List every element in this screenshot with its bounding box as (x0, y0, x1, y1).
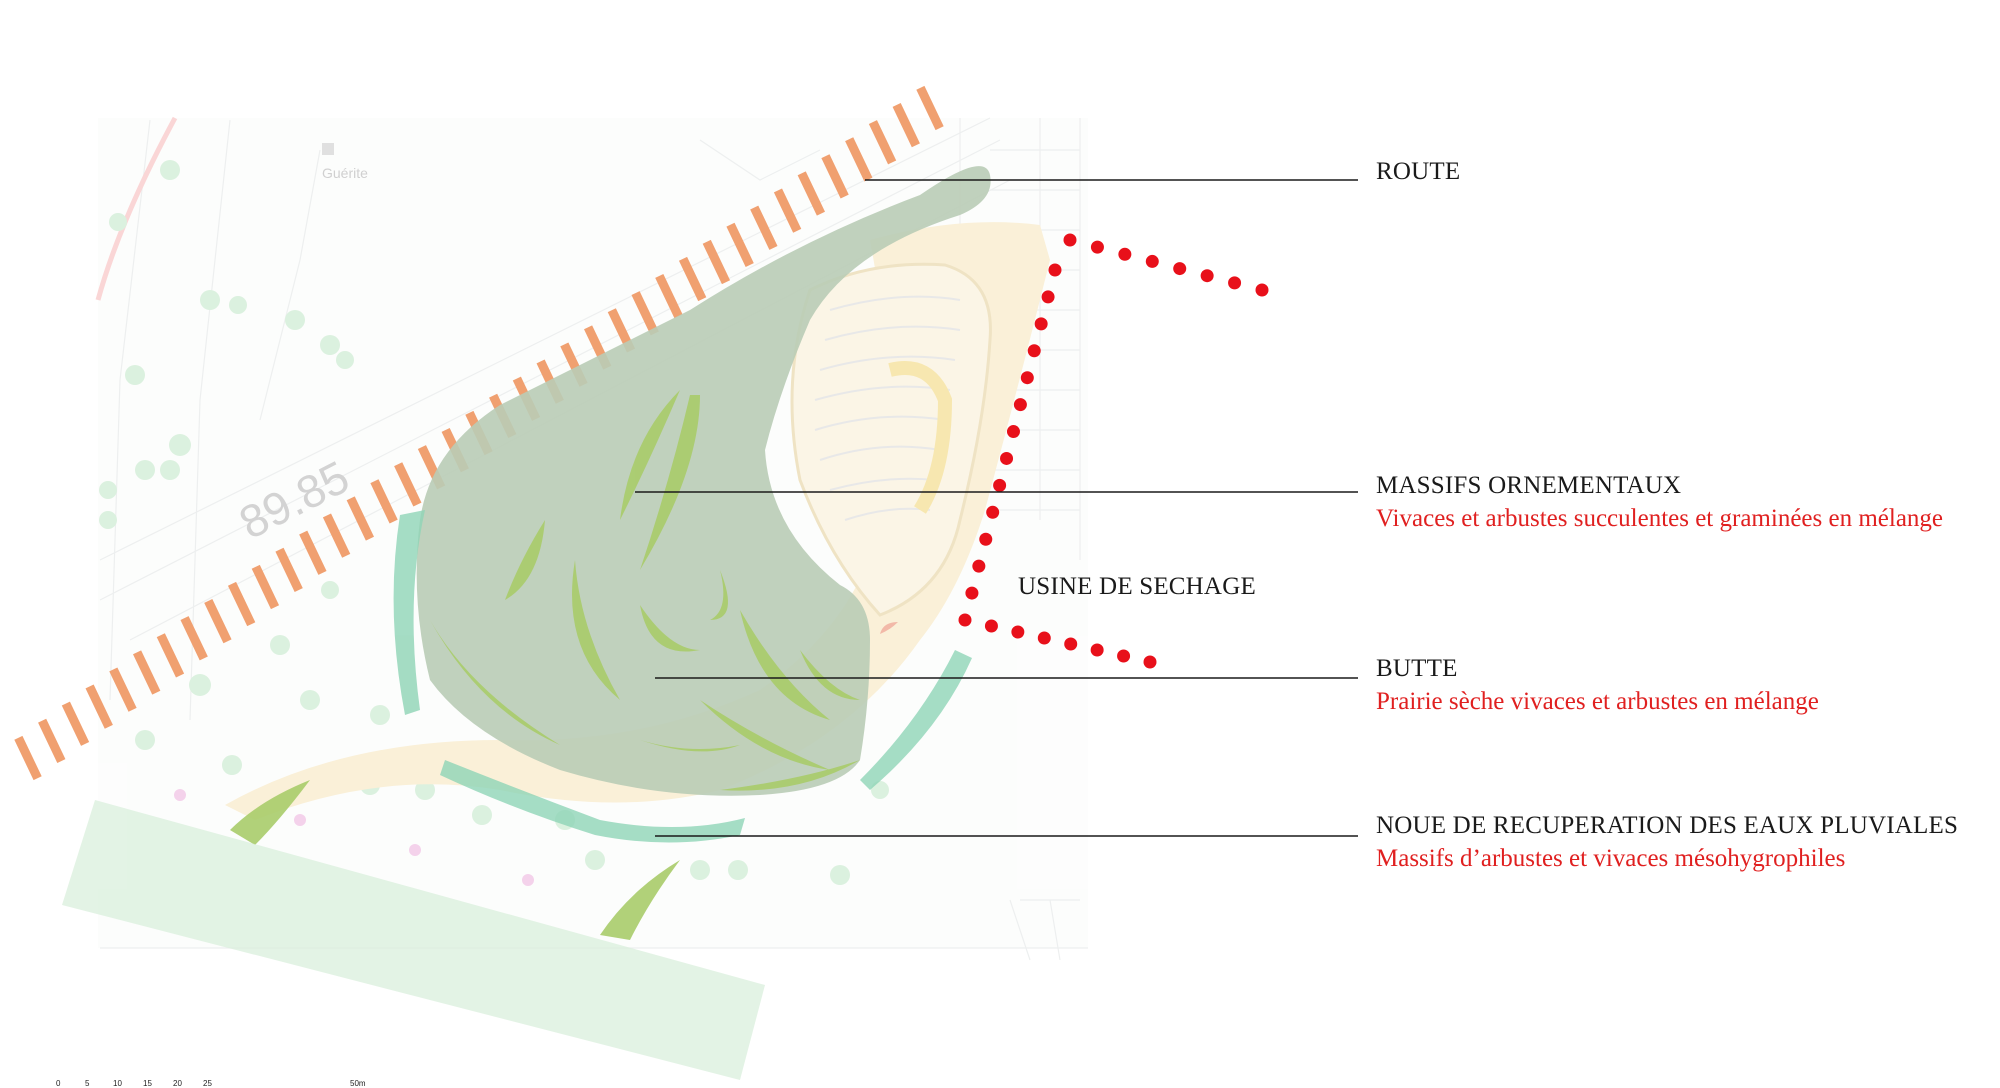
route-hatch-stripe (38, 718, 66, 764)
route-hatch-stripe (773, 188, 802, 233)
scale-tick-20: 20 (173, 1079, 182, 1088)
route-hatch-stripe (61, 701, 90, 746)
boundary-dot (1145, 254, 1159, 268)
route-hatch-stripe (631, 291, 659, 336)
boundary-dot (1090, 240, 1104, 254)
usine-boundary (958, 233, 1269, 669)
boundary-dot (1118, 247, 1132, 261)
scale-tick-0: 0 (56, 1079, 61, 1088)
boundary-dot (1020, 371, 1034, 385)
boundary-dot (979, 532, 993, 546)
boundary-dot (984, 619, 998, 633)
route-hatch-stripe (180, 616, 208, 661)
boundary-dot (986, 505, 1000, 519)
boundary-dot (1063, 233, 1077, 247)
butte-zone (416, 166, 991, 796)
label-noue-subtitle: Massifs d’arbustes et vivaces mésohygrop… (1376, 845, 1846, 872)
boundary-dot (972, 559, 986, 573)
label-massifs-subtitle: Vivaces et arbustes succulentes et grami… (1376, 505, 1944, 532)
scale-tick-25: 25 (203, 1079, 212, 1088)
boundary-dot (1041, 290, 1055, 304)
label-noue-title: NOUE DE RECUPERATION DES EAUX PLUVIALES (1376, 812, 1959, 839)
boundary-dot (958, 613, 972, 627)
boundary-dot (1228, 276, 1242, 290)
guerite-label: Guérite (322, 165, 368, 181)
boundary-dot (1013, 398, 1027, 412)
route-hatch-stripe (702, 239, 731, 285)
scale-tick-15: 15 (143, 1079, 152, 1088)
boundary-dot (1064, 637, 1078, 651)
label-route-title: ROUTE (1376, 158, 1461, 185)
scale-tick-50m: 50m (350, 1079, 366, 1088)
scale-tick-10: 10 (113, 1079, 122, 1088)
route-hatch-stripe (299, 530, 327, 575)
route-hatch-stripe (821, 154, 849, 199)
route-hatch-stripe (370, 479, 398, 524)
boundary-dot (965, 586, 979, 600)
boundary-dot (1048, 263, 1062, 277)
entrance-strip (62, 800, 765, 1080)
boundary-dot (1090, 643, 1104, 657)
route-hatch-stripe (251, 564, 280, 610)
route-hatch-stripe (845, 137, 873, 182)
route-hatch-stripe (204, 599, 232, 644)
boundary-dot (1011, 625, 1025, 639)
massifs-ornementaux (230, 390, 860, 940)
route-hatch-stripe (133, 650, 161, 695)
label-butte-title: BUTTE (1376, 655, 1458, 682)
route-hatch-stripe (678, 256, 707, 302)
label-butte-subtitle: Prairie sèche vivaces et arbustes en mél… (1376, 688, 1819, 715)
route-hatch-stripe (868, 120, 897, 165)
boundary-dot (1027, 344, 1041, 358)
route-hatch (14, 85, 944, 781)
route-hatch-stripe (346, 496, 374, 541)
boundary-dot (1006, 425, 1020, 439)
route-hatch-stripe (156, 633, 185, 678)
route-hatch-stripe (322, 513, 351, 558)
leader-lines (635, 179, 1358, 837)
boundary-dot (1034, 317, 1048, 331)
route-hatch-stripe (916, 85, 944, 131)
route-hatch-stripe (85, 684, 113, 729)
noue-zone (393, 510, 972, 843)
boundary-dot (1037, 631, 1051, 645)
boundary-dot (993, 478, 1007, 492)
label-usine-title: USINE DE SECHAGE (1018, 573, 1256, 600)
boundary-dot (1143, 655, 1157, 669)
route-hatch-stripe (275, 547, 303, 592)
route-hatch-stripe (797, 171, 825, 216)
route-hatch-stripe (892, 102, 920, 148)
route-hatch-stripe (109, 667, 137, 712)
boundary-dot (1117, 649, 1131, 663)
route-hatch-stripe (14, 735, 42, 781)
route-hatch-stripe (750, 205, 778, 250)
scale-tick-5: 5 (85, 1079, 90, 1088)
label-massifs-title: MASSIFS ORNEMENTAUX (1376, 472, 1682, 499)
boundary-dot (1200, 269, 1214, 283)
route-hatch-stripe (726, 222, 754, 267)
route-hatch-stripe (227, 581, 256, 627)
boundary-dot (1255, 283, 1269, 297)
boundary-dot (1173, 262, 1187, 276)
route-hatch-stripe (655, 274, 683, 319)
boundary-dot (1000, 451, 1014, 465)
route-hatch-stripe (394, 462, 422, 507)
